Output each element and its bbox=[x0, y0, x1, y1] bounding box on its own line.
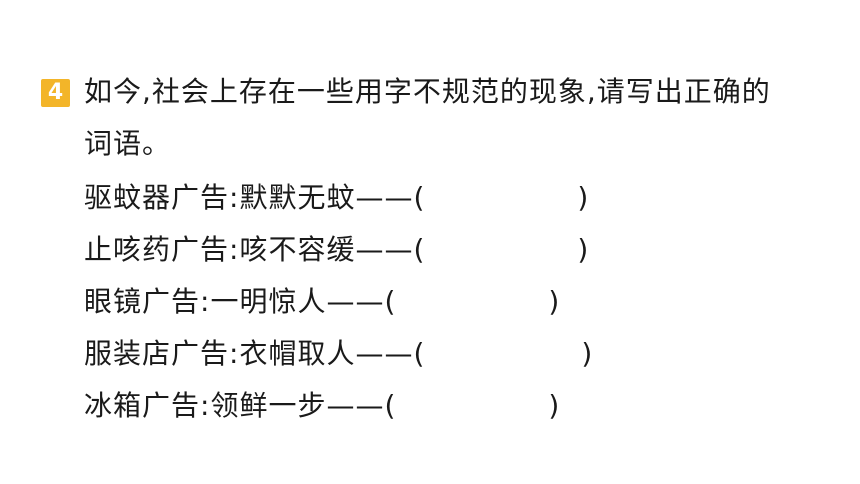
answer-open-paren: ( bbox=[413, 181, 426, 214]
answer-open-paren: ( bbox=[384, 389, 397, 422]
question-number-badge: 4 bbox=[41, 79, 70, 107]
ad-label: 眼镜广告: bbox=[84, 285, 211, 318]
ad-item-mosquito-repeller: 驱蚊器广告:默默无蚊——() bbox=[84, 180, 589, 216]
ad-dash: —— bbox=[355, 233, 414, 266]
answer-open-paren: ( bbox=[413, 233, 426, 266]
ad-phrase: 默默无蚊 bbox=[239, 181, 356, 214]
ad-phrase: 衣帽取人 bbox=[239, 337, 356, 370]
answer-close-paren: ) bbox=[577, 181, 590, 214]
answer-open-paren: ( bbox=[384, 285, 397, 318]
question-prompt-line2: 词语。 bbox=[84, 127, 172, 160]
answer-open-paren: ( bbox=[413, 337, 426, 370]
question-prompt-line1: 如今,社会上存在一些用字不规范的现象,请写出正确的 bbox=[84, 75, 771, 108]
answer-close-paren: ) bbox=[581, 337, 594, 370]
ad-dash: —— bbox=[355, 337, 414, 370]
ad-dash: —— bbox=[355, 181, 414, 214]
ad-label: 止咳药广告: bbox=[84, 233, 240, 266]
ad-item-cough-medicine: 止咳药广告:咳不容缓——() bbox=[84, 232, 589, 268]
answer-close-paren: ) bbox=[548, 285, 561, 318]
ad-label: 冰箱广告: bbox=[84, 389, 211, 422]
ad-item-clothing-store: 服装店广告:衣帽取人——() bbox=[84, 336, 593, 372]
ad-item-refrigerator: 冰箱广告:领鲜一步——() bbox=[84, 388, 560, 424]
ad-dash: —— bbox=[326, 285, 385, 318]
ad-dash: —— bbox=[326, 389, 385, 422]
ad-phrase: 领鲜一步 bbox=[210, 389, 327, 422]
ad-phrase: 一明惊人 bbox=[210, 285, 327, 318]
answer-close-paren: ) bbox=[548, 389, 561, 422]
ad-phrase: 咳不容缓 bbox=[239, 233, 356, 266]
answer-close-paren: ) bbox=[577, 233, 590, 266]
ad-label: 服装店广告: bbox=[84, 337, 240, 370]
ad-item-glasses: 眼镜广告:一明惊人——() bbox=[84, 284, 560, 320]
ad-label: 驱蚊器广告: bbox=[84, 181, 240, 214]
